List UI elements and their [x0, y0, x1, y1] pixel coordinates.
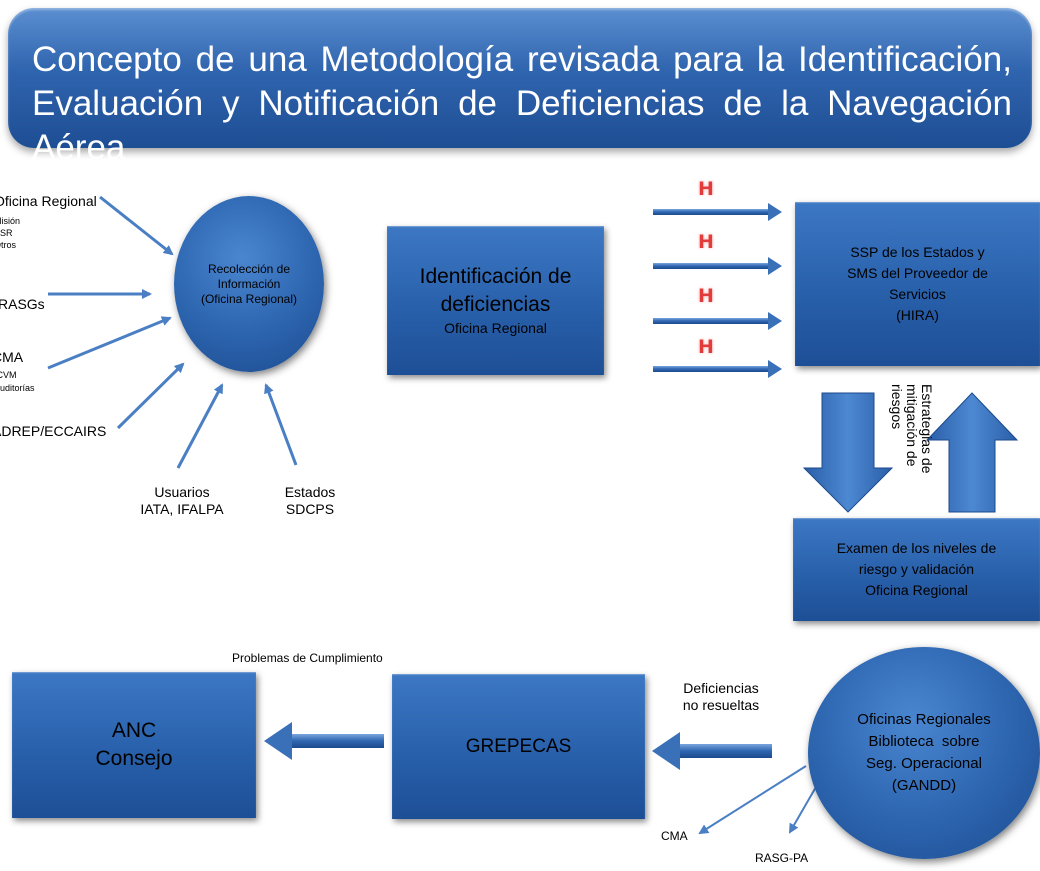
ssp-box: SSP de los Estados y SMS del Proveedor d… [795, 202, 1040, 366]
estrategias-line-1: Estrategias de [919, 384, 935, 474]
hazard-icon: H [698, 336, 714, 358]
estados-line-2: SDCPS [285, 501, 335, 517]
oficinas-line-2: Biblioteca sobre [868, 733, 980, 750]
examen-line-3: Oficina Regional [865, 582, 968, 598]
identificacion-line-3: Oficina Regional [444, 320, 547, 336]
examen-line-2: riesgo y validación [858, 561, 975, 577]
title-line-2: Evaluación y Notificación de Deficiencia… [32, 84, 1012, 167]
estados-line-1: Estados [284, 484, 336, 500]
source-oficina-sub-3: Otros [0, 240, 17, 250]
arrow-estados [264, 383, 298, 466]
source-cma-sub-2: Auditorías [0, 383, 35, 393]
arrow-to-anc [264, 722, 384, 760]
identificacion-line-2: deficiencias [440, 293, 551, 316]
source-adrep: ADREP/ECCAIRS [0, 423, 107, 439]
up-arrow [925, 392, 1019, 513]
anc-line-1: ANC [111, 719, 157, 742]
examen-box: Examen de los niveles de riesgo y valida… [793, 518, 1040, 621]
output-cma: CMA [661, 829, 688, 843]
identificacion-box: Identificación de deficiencias Oficina R… [387, 226, 604, 375]
deficiencias-line-2: no resueltas [682, 697, 760, 713]
arrow-out-cma [698, 765, 807, 835]
hazard-icon: H [698, 285, 714, 307]
oficinas-circle: Oficinas Regionales Biblioteca sobre Seg… [808, 647, 1040, 859]
ssp-line-4: (HIRA) [896, 307, 939, 323]
deficiencias-label: Deficiencias no resueltas [665, 680, 777, 714]
problemas-label: Problemas de Cumplimiento [232, 651, 383, 665]
grepecas-label: GREPECAS [465, 735, 572, 757]
output-rasg-pa: RASG-PA [755, 851, 809, 865]
recoleccion-line-1: Recolección de [207, 261, 291, 276]
ssp-line-2: SMS del Proveedor de [847, 265, 988, 281]
source-rasgs: RASGs [0, 296, 45, 312]
arrow-to-grepecas [652, 732, 772, 770]
down-arrow [802, 392, 894, 513]
hazard-icon: H [698, 178, 714, 200]
source-usuarios: Usuarios IATA, IFALPA [140, 484, 224, 518]
estrategias-label: Estrategias de mitigación de riesgos [866, 384, 935, 504]
hazard-icon: H [698, 231, 714, 253]
anc-line-2: Consejo [95, 747, 173, 770]
recoleccion-circle: Recolección de Información (Oficina Regi… [174, 196, 324, 372]
estrategias-line-2: mitigación de [904, 384, 920, 467]
arrow-cma [47, 316, 172, 370]
title-line-1: Concepto de una Metodología revisada par… [32, 40, 1012, 79]
arrow-oficina [99, 195, 174, 256]
title-banner: Concepto de una Metodología revisada par… [8, 8, 1032, 167]
identificacion-line-1: Identificación de [419, 265, 572, 288]
grepecas-box: GREPECAS [392, 674, 645, 819]
arrow-adrep [116, 362, 185, 430]
ssp-line-1: SSP de los Estados y [850, 244, 985, 260]
recoleccion-line-3: (Oficina Regional) [200, 291, 298, 306]
anc-box: ANC Consejo [12, 672, 256, 818]
deficiencias-line-1: Deficiencias [683, 680, 759, 696]
estrategias-line-3: riesgos [889, 384, 905, 430]
source-cma-sub-1: ICVM [0, 370, 17, 380]
recoleccion-line-2: Información [217, 276, 281, 291]
oficinas-line-4: (GANDD) [891, 777, 957, 794]
examen-line-1: Examen de los niveles de [836, 540, 997, 556]
source-oficina-sub-1: Misión [0, 216, 21, 226]
usuarios-line-2: IATA, IFALPA [140, 501, 224, 517]
oficinas-line-3: Seg. Operacional [866, 755, 982, 772]
source-oficina-sub-2: ESR [0, 228, 13, 238]
oficinas-line-1: Oficinas Regionales [857, 711, 991, 728]
source-cma: CMA [0, 349, 24, 365]
hazard-arrows [653, 203, 782, 378]
source-estados: Estados SDCPS [280, 484, 340, 518]
arrow-usuarios [176, 383, 224, 469]
ssp-line-3: Servicios [889, 286, 946, 302]
usuarios-line-1: Usuarios [154, 484, 210, 500]
source-oficina-regional: Oficina Regional [0, 193, 97, 209]
